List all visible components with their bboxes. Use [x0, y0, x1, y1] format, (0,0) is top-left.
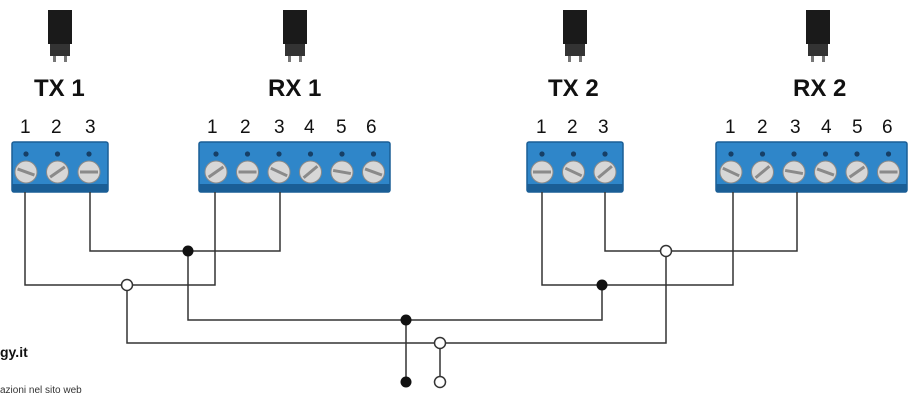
screw-slot: [722, 166, 740, 178]
screw-slot: [270, 166, 288, 178]
screw-slot: [564, 166, 583, 178]
junction-open: [433, 336, 447, 350]
screw-slot: [597, 165, 613, 179]
pin-label: 1: [207, 117, 218, 138]
pin-label: 1: [536, 117, 547, 138]
pin-label: 1: [20, 117, 31, 138]
terminal-screws: [14, 151, 900, 184]
terminal-end-filled: [400, 376, 412, 388]
screw-slot: [533, 170, 551, 174]
screw-slot: [364, 167, 383, 177]
terminal-dot: [570, 151, 577, 157]
jumper-icon-rx1: [283, 10, 307, 62]
device-label-rx1: RX 1: [268, 75, 321, 102]
screw-slot: [784, 168, 804, 176]
terminal-dot: [276, 151, 282, 157]
screw-slot: [879, 170, 898, 174]
pin-label: 3: [274, 117, 285, 138]
screw-slot: [238, 170, 257, 174]
pin-label: 1: [725, 117, 736, 138]
terminal-dot: [23, 151, 29, 157]
junction-filled: [182, 245, 194, 257]
device-label-rx2: RX 2: [793, 75, 846, 102]
footer-site: gy.it: [0, 344, 28, 360]
screw-slot: [816, 167, 835, 177]
terminal-dot: [728, 151, 734, 157]
terminal-dot: [54, 151, 61, 157]
pin-label: 2: [757, 117, 768, 138]
screw-slot: [848, 165, 866, 179]
pin-label: 4: [304, 117, 315, 138]
jumper-icon-rx2: [806, 10, 830, 62]
terminal-end-open: [433, 375, 447, 389]
pin-label: 3: [85, 117, 96, 138]
screw-slot: [207, 165, 225, 179]
pin-label: 2: [240, 117, 251, 138]
pin-labels: 1 2 3 1 2 3 4 5 6 1 2 3 1 2 3 4 5 6: [20, 117, 893, 138]
jumper-icon-tx2: [563, 10, 587, 62]
terminal-dot: [370, 151, 377, 157]
pin-label: 3: [790, 117, 801, 138]
terminal-dot: [244, 151, 251, 157]
pin-label: 6: [882, 117, 893, 138]
terminal-dot: [822, 151, 829, 157]
terminal-dot: [759, 151, 766, 157]
screw-slot: [17, 167, 35, 177]
footer-note: azioni nel sito web: [0, 385, 82, 396]
screw-slot: [332, 168, 352, 176]
terminal-dot: [854, 151, 860, 157]
pin-label: 3: [598, 117, 609, 138]
jumper-icon-tx1: [48, 10, 72, 62]
screw-slot: [80, 170, 98, 174]
terminal-dot: [791, 151, 797, 157]
wires: [24, 192, 798, 382]
junction-filled: [596, 279, 608, 291]
pin-label: 2: [567, 117, 578, 138]
pin-label: 2: [51, 117, 62, 138]
junction-open: [120, 278, 134, 292]
terminal-dot: [539, 151, 545, 157]
junctions: [120, 244, 673, 389]
terminal-dot: [213, 151, 219, 157]
junction-open: [659, 244, 673, 258]
terminal-dot: [885, 151, 892, 157]
device-label-tx1: TX 1: [34, 75, 85, 102]
pin-label: 5: [852, 117, 863, 138]
pin-label: 6: [366, 117, 377, 138]
terminal-dot: [602, 151, 608, 157]
terminal-block-rx1: [198, 141, 391, 193]
screw-slot: [49, 165, 66, 179]
terminal-dot: [86, 151, 92, 157]
terminal-dot: [339, 151, 345, 157]
screw-slot: [754, 165, 771, 179]
pin-label: 5: [336, 117, 347, 138]
screw-slot: [302, 165, 319, 179]
device-label-tx2: TX 2: [548, 75, 599, 102]
pin-label: 4: [821, 117, 832, 138]
terminal-dot: [307, 151, 314, 157]
junction-filled: [400, 314, 412, 326]
